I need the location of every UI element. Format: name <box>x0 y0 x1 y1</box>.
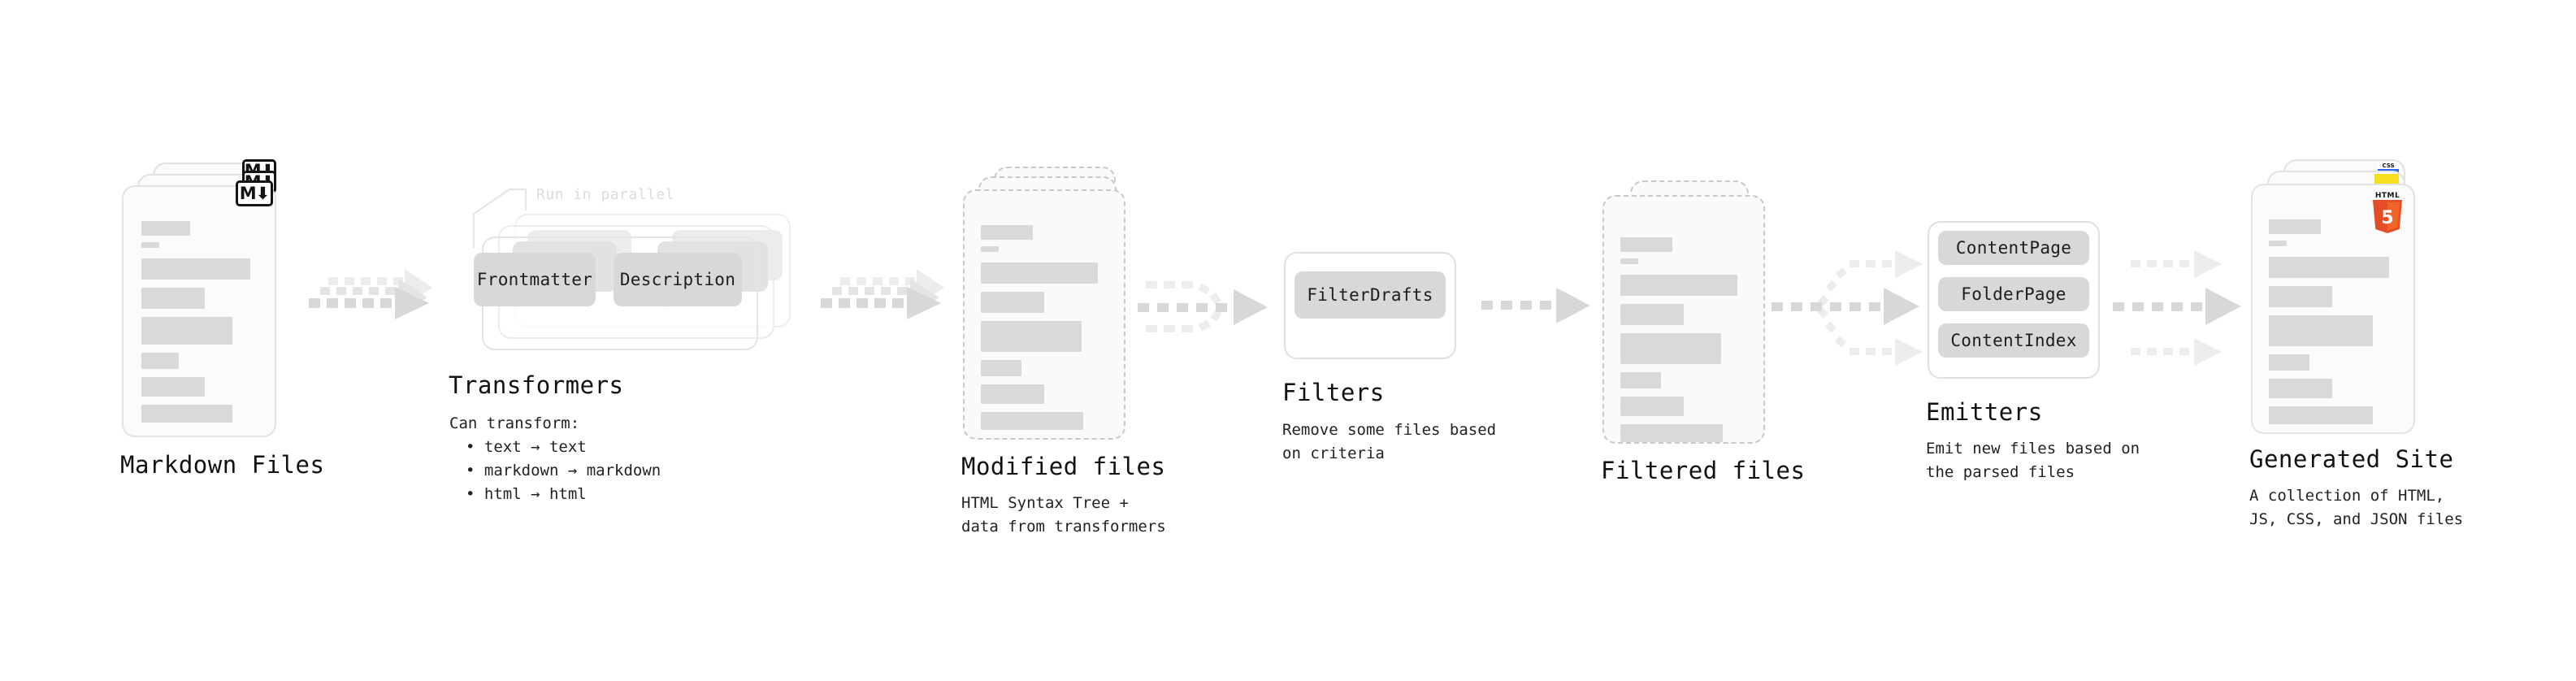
stage-title-filters: Filters <box>1282 379 1385 406</box>
svg-text:5: 5 <box>2381 208 2393 228</box>
run-in-parallel-note: Run in parallel <box>536 186 675 203</box>
doc-bar <box>981 292 1044 313</box>
document-card-front <box>2251 184 2415 434</box>
stage-title-transformers: Transformers <box>449 371 624 399</box>
doc-bar <box>1620 258 1638 264</box>
doc-bar <box>2269 286 2332 307</box>
arrow-filtered-to-emitters <box>1772 250 1923 366</box>
stage-title-modified-files: Modified files <box>961 453 1166 480</box>
filters-subtitle: Remove some files based on criteria <box>1282 421 1497 462</box>
doc-bar <box>141 288 205 309</box>
transformers-bullet-2: • html → html <box>466 485 587 503</box>
stage-filters: FilterDrafts Filters Remove some files b… <box>1282 252 1552 488</box>
doc-bar <box>2269 406 2373 424</box>
arrow-emitters-to-site <box>2113 250 2241 366</box>
doc-bar <box>141 221 190 236</box>
doc-bar <box>141 242 159 248</box>
stage-markdown-files: M⬇ M⬇ M⬇ Markdown Files <box>120 159 382 479</box>
stage-filtered-files: Filtered files <box>1601 180 1846 484</box>
stage-emitters: ContentPage FolderPage ContentIndex Emit… <box>1926 221 2204 481</box>
chip-description[interactable]: Description <box>614 253 742 306</box>
doc-bar <box>981 412 1083 430</box>
doc-bar <box>981 384 1044 404</box>
chip-folderpage[interactable]: FolderPage <box>1938 277 2089 311</box>
stage-title-filtered-files: Filtered files <box>1601 457 1806 484</box>
stage-title-markdown-files: Markdown Files <box>120 451 325 479</box>
doc-bar <box>141 353 179 369</box>
document-card-front <box>122 185 276 437</box>
doc-bar <box>2269 219 2321 234</box>
doc-bar <box>981 321 1082 352</box>
doc-bar <box>141 317 232 345</box>
stage-modified-files: Modified files HTML Syntax Tree + data f… <box>961 167 1223 536</box>
doc-bar <box>981 225 1033 240</box>
doc-bar <box>981 262 1098 284</box>
markdown-icon: M⬇ <box>236 180 273 206</box>
html5-icon: HTML 5 <box>2370 192 2405 236</box>
document-card-front <box>963 189 1125 440</box>
doc-bar <box>2269 257 2389 278</box>
arrow-modified-to-filters <box>1138 281 1268 332</box>
doc-bar <box>1620 397 1684 416</box>
doc-bar <box>1620 372 1661 388</box>
run-in-parallel-leader <box>473 189 527 248</box>
document-card-front <box>1602 195 1765 444</box>
doc-bar <box>141 258 250 280</box>
arrow-filters-to-filtered <box>1481 288 1590 323</box>
doc-bar <box>1620 304 1684 325</box>
chip-contentindex[interactable]: ContentIndex <box>1938 323 2089 358</box>
doc-bar <box>2269 354 2309 371</box>
transformers-bullet-1: • markdown → markdown <box>466 462 661 479</box>
stage-title-emitters: Emitters <box>1926 398 2043 426</box>
doc-bar <box>981 246 999 252</box>
modified-files-subtitle: HTML Syntax Tree + data from transformer… <box>961 494 1166 536</box>
arrow-markdown-to-transformers <box>309 269 432 319</box>
doc-bar <box>141 405 232 423</box>
doc-bar <box>141 377 205 397</box>
chip-frontmatter[interactable]: Frontmatter <box>474 253 596 306</box>
chip-filterdrafts[interactable]: FilterDrafts <box>1295 271 1446 319</box>
doc-bar <box>1620 237 1672 252</box>
doc-bar <box>1620 424 1723 442</box>
doc-bar <box>2269 315 2373 346</box>
chip-contentpage[interactable]: ContentPage <box>1938 231 2089 265</box>
stage-transformers: Run in parallel Frontmatter Description <box>449 183 841 508</box>
doc-bar <box>1620 275 1737 296</box>
stage-generated-site: CSS HTML 5 Generated Site <box>2249 159 2527 528</box>
transformers-bullet-0: • text → text <box>466 438 587 456</box>
stage-title-generated-site: Generated Site <box>2249 445 2454 473</box>
emitters-subtitle: Emit new files based on the parsed files <box>1926 440 2140 481</box>
doc-bar <box>2269 241 2287 246</box>
arrow-transformers-to-modified <box>821 269 944 319</box>
doc-bar <box>2269 379 2332 398</box>
generated-site-subtitle: A collection of HTML, JS, CSS, and JSON … <box>2249 487 2464 528</box>
html5-wordmark: HTML <box>2374 192 2400 200</box>
doc-bar <box>1620 333 1721 364</box>
doc-bar <box>981 360 1021 376</box>
transformers-subtitle: Can transform: <box>449 414 580 432</box>
